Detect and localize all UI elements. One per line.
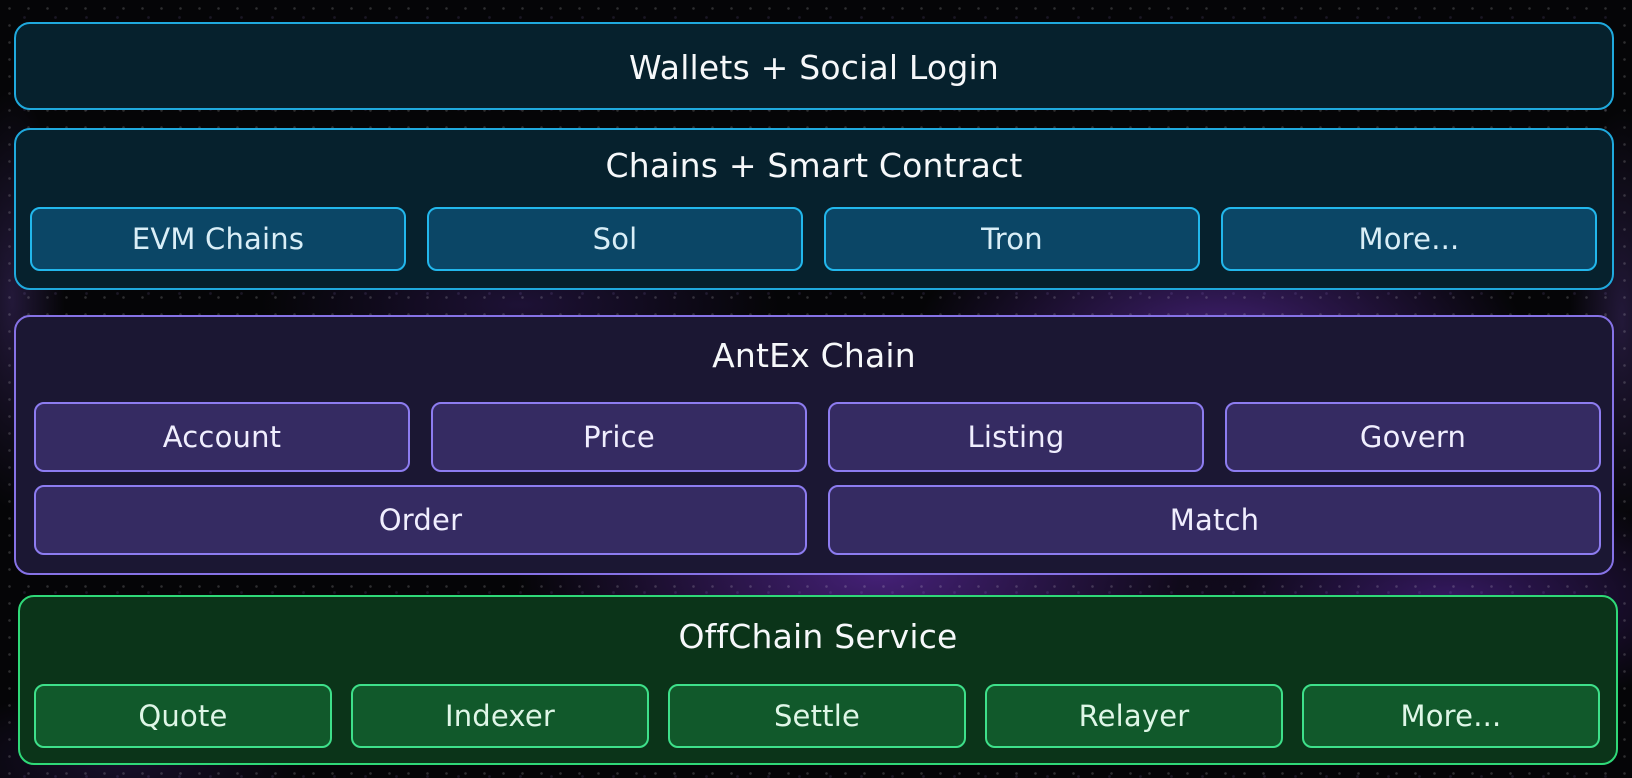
offchain-item-indexer: Indexer [351, 684, 649, 748]
chain-item-evm-chains: EVM Chains [30, 207, 406, 271]
chains-layer-panel: Chains + Smart Contract EVM Chains Sol T… [14, 128, 1614, 290]
antex-item-listing: Listing [828, 402, 1204, 472]
chain-item-sol: Sol [427, 207, 803, 271]
antex-item-account: Account [34, 402, 410, 472]
antex-item-price: Price [431, 402, 807, 472]
wallets-layer-panel: Wallets + Social Login [14, 22, 1614, 110]
antex-layer-title: AntEx Chain [712, 336, 916, 375]
offchain-layer-title: OffChain Service [678, 617, 958, 656]
offchain-item-quote: Quote [34, 684, 332, 748]
chain-item-more: More... [1221, 207, 1597, 271]
offchain-item-more: More... [1302, 684, 1600, 748]
offchain-item-settle: Settle [668, 684, 966, 748]
offchain-layer-panel: OffChain Service Quote Indexer Settle Re… [18, 595, 1618, 765]
wallets-layer-title: Wallets + Social Login [629, 48, 999, 87]
antex-layer-panel: AntEx Chain Account Price Listing Govern… [14, 315, 1614, 575]
antex-item-govern: Govern [1225, 402, 1601, 472]
antex-item-match: Match [828, 485, 1601, 555]
offchain-item-relayer: Relayer [985, 684, 1283, 748]
chains-layer-title: Chains + Smart Contract [605, 146, 1023, 185]
chain-item-tron: Tron [824, 207, 1200, 271]
antex-item-order: Order [34, 485, 807, 555]
